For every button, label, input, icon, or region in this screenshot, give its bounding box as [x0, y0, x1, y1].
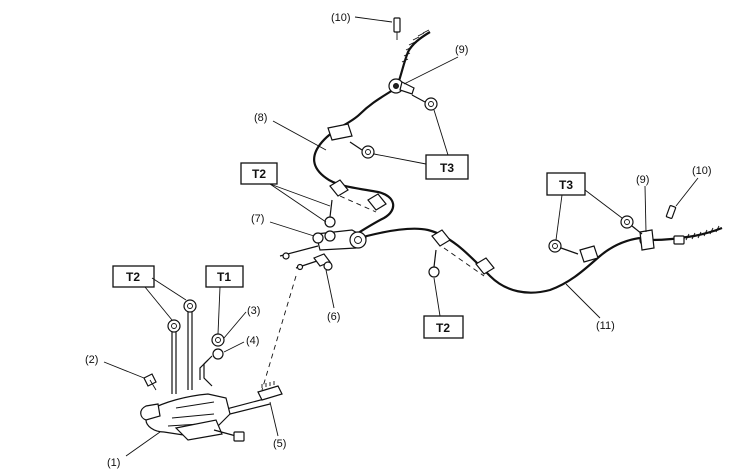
svg-text:T1: T1	[217, 270, 231, 284]
svg-text:(2): (2)	[85, 354, 98, 366]
cable-clamp-8	[327, 123, 375, 159]
svg-text:(3): (3)	[247, 305, 260, 317]
parking-brake-lever	[140, 393, 271, 442]
callout-10-top: (10)	[331, 12, 393, 24]
callout-9-right: (9)	[636, 174, 649, 233]
svg-text:(10): (10)	[692, 165, 712, 177]
callout-11: (11)	[565, 283, 615, 332]
callout-3: (3)	[223, 305, 260, 339]
torque-box-t3-upper: T3	[373, 109, 469, 180]
lever-nut-stud	[199, 333, 225, 387]
svg-text:(8): (8)	[254, 112, 267, 124]
torque-box-t2-upper: T2	[240, 162, 331, 223]
clamp-bracket-right	[620, 215, 655, 251]
torque-box-t2-lower: T2	[423, 277, 464, 339]
callout-1: (1)	[107, 431, 161, 469]
callout-7: (7)	[251, 213, 315, 237]
torque-box-t2-left: T2	[112, 265, 187, 321]
svg-text:T2: T2	[252, 167, 266, 181]
svg-text:(4): (4)	[246, 335, 259, 347]
torque-box-t3-right: T3	[546, 172, 623, 241]
cable-clip-bracket-upper	[324, 179, 387, 228]
cable-end-pin-right	[665, 205, 685, 245]
svg-text:T2: T2	[436, 321, 450, 335]
svg-text:T2: T2	[126, 270, 140, 284]
callout-10-right: (10)	[675, 165, 712, 207]
svg-text:(7): (7)	[251, 213, 264, 225]
right-rear-cable	[351, 225, 723, 294]
equalizer-assembly	[279, 229, 367, 271]
callout-2: (2)	[85, 354, 145, 379]
svg-text:(6): (6)	[327, 311, 340, 323]
callout-5: (5)	[269, 401, 286, 450]
svg-text:(10): (10)	[331, 12, 351, 24]
svg-text:T3: T3	[440, 161, 454, 175]
svg-text:(1): (1)	[107, 457, 120, 469]
svg-text:(5): (5)	[273, 438, 286, 450]
torque-box-t1: T1	[205, 265, 244, 335]
switch-screw	[143, 373, 157, 391]
svg-text:T3: T3	[559, 178, 573, 192]
svg-text:(9): (9)	[636, 174, 649, 186]
cable-clamp-11	[548, 239, 599, 263]
callout-8: (8)	[254, 112, 327, 151]
clamp-bracket-top	[388, 78, 415, 95]
bolt-top-right	[411, 94, 438, 111]
svg-text:(9): (9)	[455, 44, 468, 56]
callout-4: (4)	[223, 335, 259, 353]
callout-6: (6)	[325, 269, 340, 323]
cable-end-pin-top	[393, 17, 401, 40]
cable-clip-bracket-lower	[428, 229, 495, 278]
guide-dashed-line	[261, 275, 297, 391]
svg-text:(11): (11)	[596, 320, 615, 332]
lever-mount-bolts	[167, 299, 197, 394]
cable-guide-bracket	[257, 381, 283, 401]
upper-rear-cable	[313, 29, 431, 239]
callout-9-top: (9)	[403, 44, 468, 85]
